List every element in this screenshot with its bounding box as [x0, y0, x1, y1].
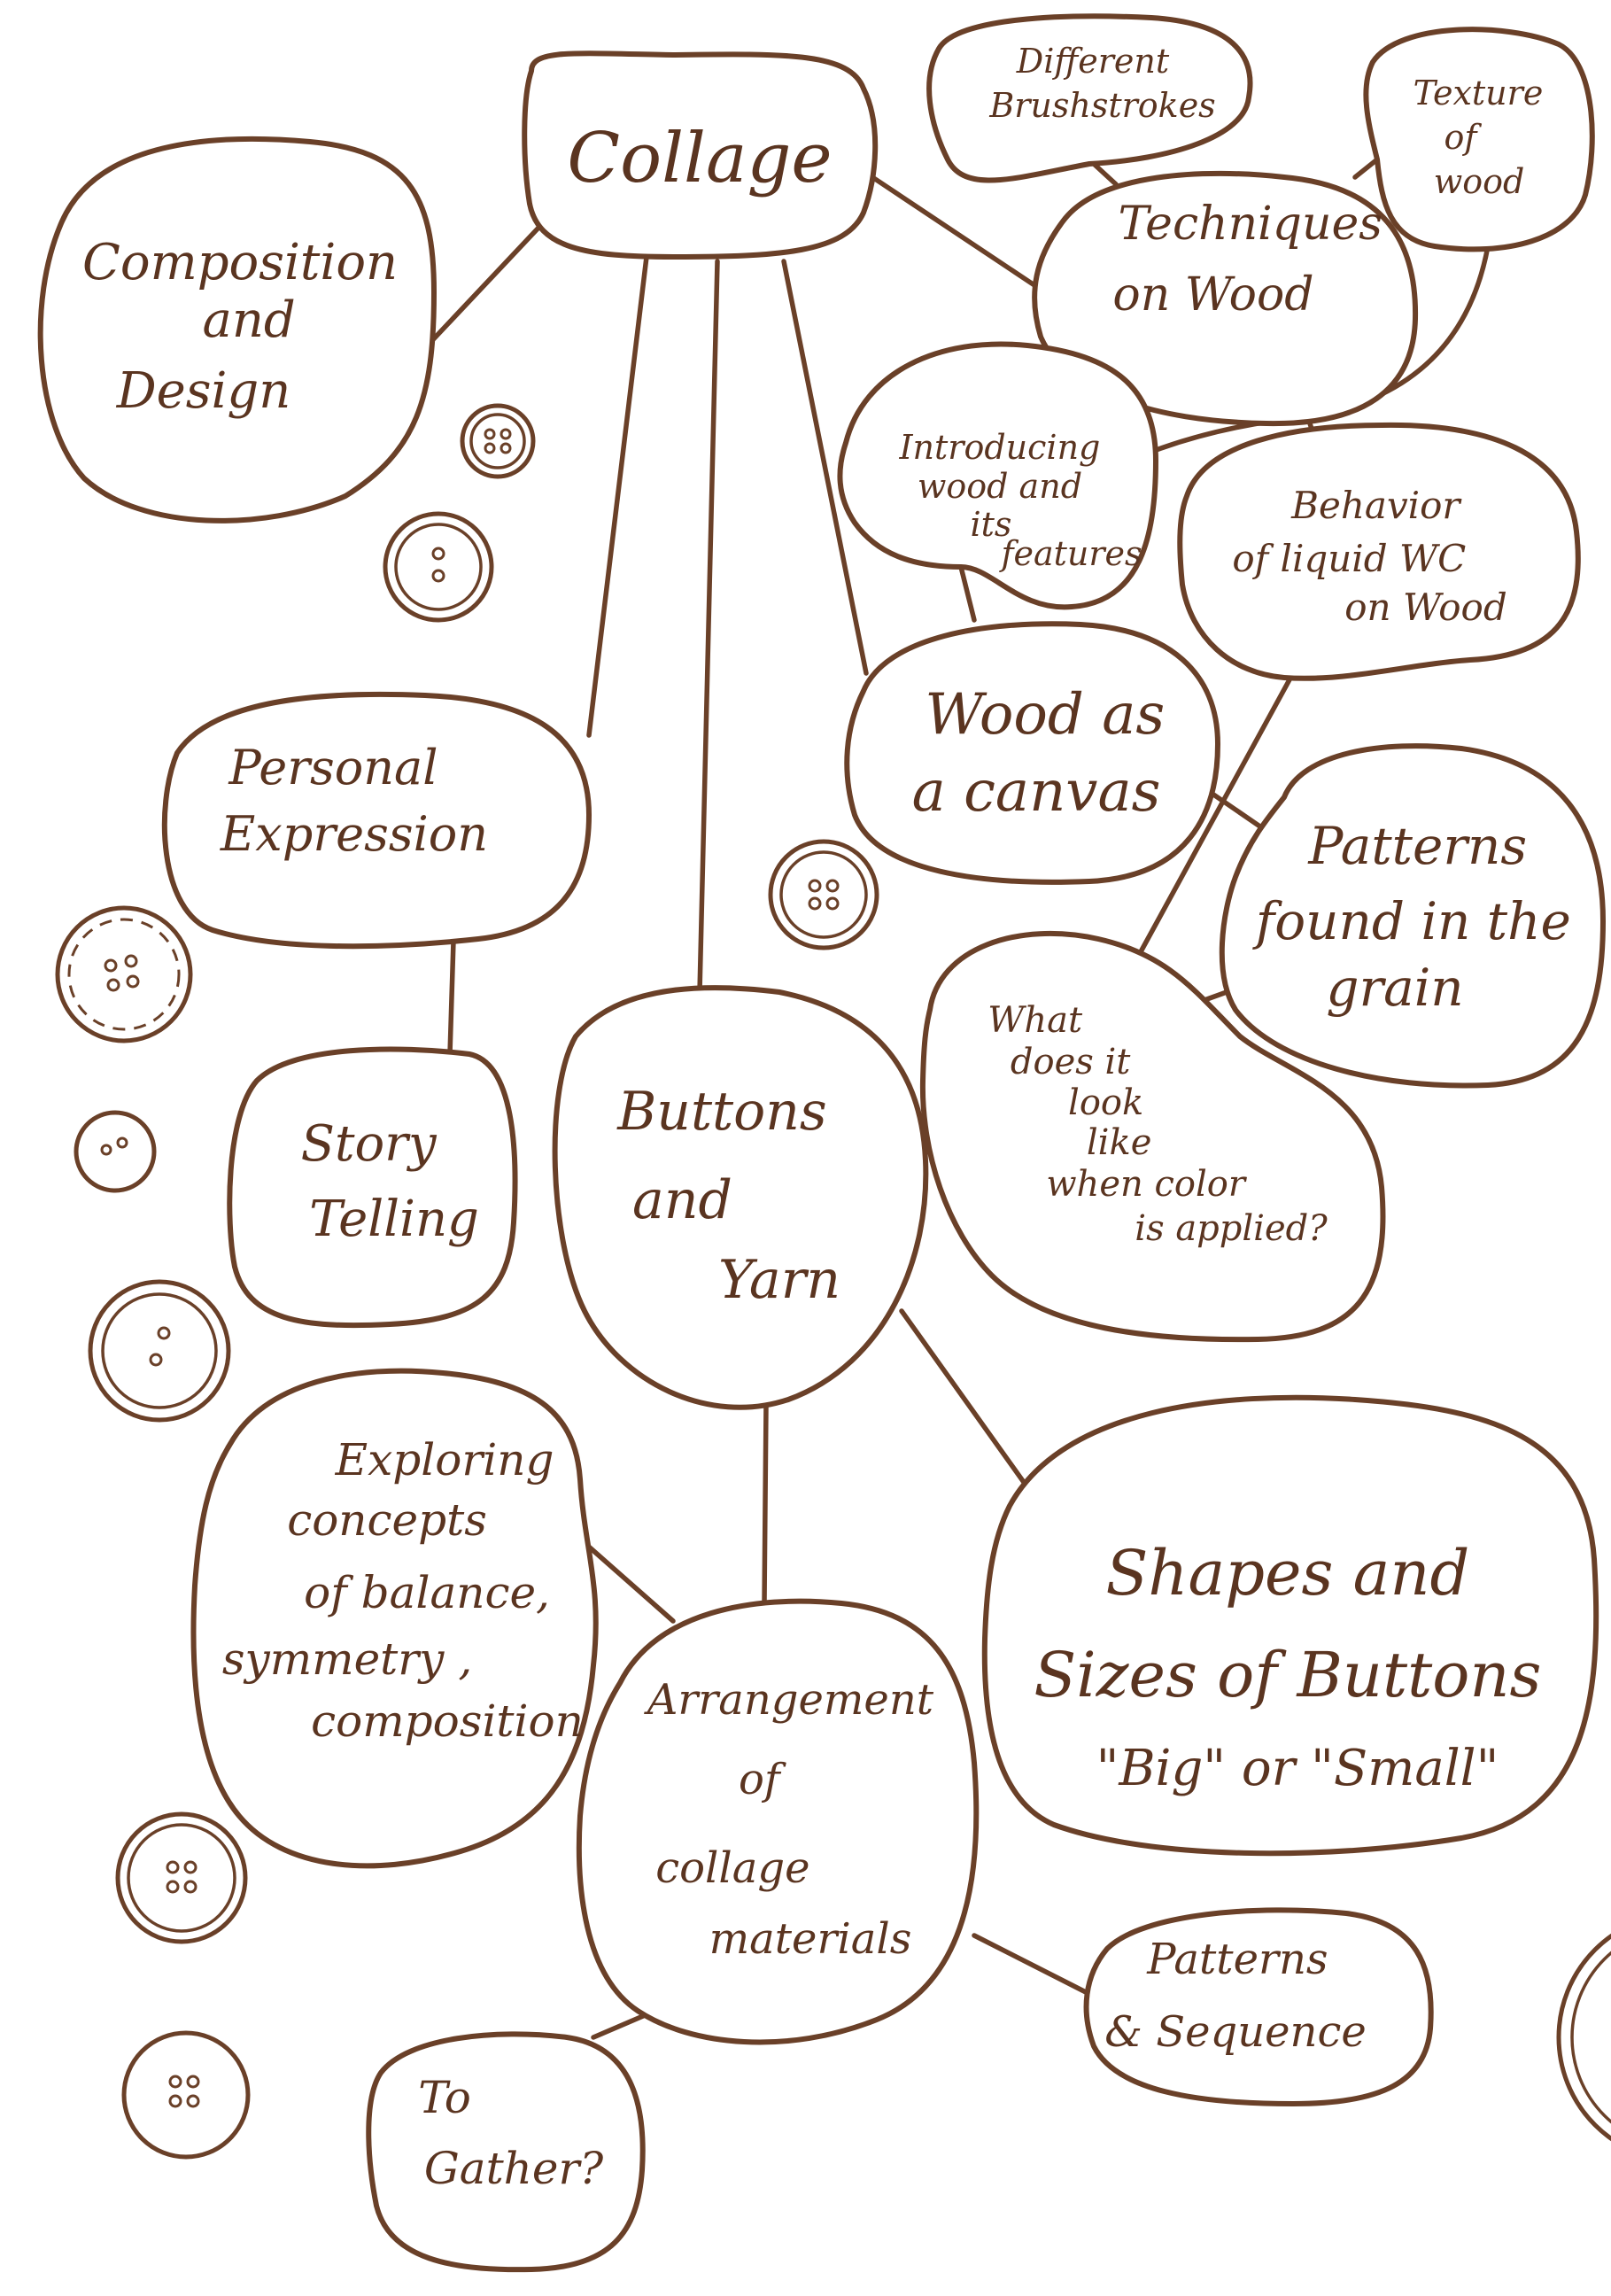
bubble-introducing-wood: [837, 341, 1158, 610]
label-personal-expression: Personal Expression: [220, 740, 488, 862]
bubble-exploring-concepts: [190, 1368, 599, 1869]
edge-personal-story: [447, 938, 456, 1057]
bubble-buttons-and-yarn: [552, 985, 929, 1410]
label-arrangement-collage: Arrangement of collage materials: [644, 1675, 948, 1964]
button-doodle-8-icon: [121, 2030, 251, 2160]
bubble-what-does-it-look-like: [919, 931, 1386, 1343]
label-buttons-and-yarn: Buttons and Yarn: [616, 1081, 844, 1311]
edge-buttons-shapes: [899, 1308, 1043, 1509]
button-doodle-9-icon: [1556, 1933, 1611, 2142]
bubble-composition-design: [37, 136, 437, 524]
edge-collage-buttons-yarn: [697, 259, 720, 995]
label-to-gather: To Gather?: [418, 2072, 604, 2194]
label-wood-as-canvas: Wood as a canvas: [912, 682, 1183, 825]
label-texture-of-wood: Texture of wood: [1413, 74, 1554, 201]
label-patterns-grain: Patterns found in the grain: [1252, 816, 1587, 1018]
edge-exploring-arrangement: [573, 1532, 676, 1624]
button-doodle-1-icon: [460, 403, 536, 479]
bubble-collage: [522, 50, 879, 260]
bubble-patterns-sequence: [1083, 1907, 1434, 2106]
label-exploring-concepts: Exploring concepts of balance, symmetry …: [222, 1434, 584, 1747]
label-techniques-on-wood: Techniques on Wood: [1112, 198, 1397, 322]
bubble-texture-of-wood: [1363, 27, 1595, 252]
edge-collage-composition: [421, 223, 543, 353]
label-what-does-it-look-like: What does it look like when color is app…: [988, 1000, 1328, 1249]
bubble-behavior-liquid-wc: [1177, 422, 1581, 681]
label-different-brushstrokes: Different Brushstrokes: [988, 42, 1215, 125]
edge-collage-techniques: [870, 175, 1048, 295]
label-composition-design: Composition and Design: [82, 234, 414, 420]
edge-introducing-wood-canvas: [958, 564, 977, 623]
label-behavior-liquid-wc: Behavior of liquid WC on Wood: [1232, 484, 1506, 629]
button-doodle-5-icon: [74, 1110, 157, 1193]
bubble-arrangement-collage: [576, 1598, 980, 2045]
decorative-buttons: [55, 403, 1611, 2160]
bubble-techniques-on-wood: [1032, 170, 1419, 427]
button-doodle-4-icon: [55, 905, 193, 1043]
bubble-to-gather: [366, 2031, 646, 2273]
bubble-shapes-sizes-buttons: [981, 1394, 1599, 1857]
bubble-wood-as-canvas: [844, 621, 1220, 885]
edge-buttons-arrangement: [762, 1401, 769, 1606]
edge-collage-wood-canvas: [781, 259, 869, 676]
edge-collage-personal-expression: [586, 254, 649, 738]
edge-techniques-brushstrokes: [1091, 161, 1119, 187]
edge-arrangement-patterns-seq: [972, 1933, 1090, 1996]
bubble-different-brushstrokes: [926, 13, 1253, 183]
label-collage: Collage: [567, 119, 832, 198]
button-doodle-3-icon: [768, 839, 879, 950]
label-introducing-wood: Introducing wood and its features: [899, 428, 1142, 573]
label-patterns-sequence: Patterns & Sequence: [1104, 1935, 1367, 2057]
label-story-telling: Story Telling: [301, 1115, 479, 1248]
bubble-patterns-grain: [1219, 743, 1606, 1089]
bubble-personal-expression: [161, 691, 592, 950]
bubble-story-telling: [227, 1046, 518, 1329]
button-doodle-6-icon: [88, 1279, 231, 1423]
edge-behavior-what-does: [1135, 671, 1296, 959]
label-shapes-sizes-buttons: Shapes and Sizes of Buttons "Big" or "Sm…: [1034, 1537, 1561, 1797]
labels: Collage Composition and Design Different…: [82, 42, 1587, 2194]
button-doodle-7-icon: [115, 1811, 248, 1944]
button-doodle-2-icon: [383, 511, 494, 623]
